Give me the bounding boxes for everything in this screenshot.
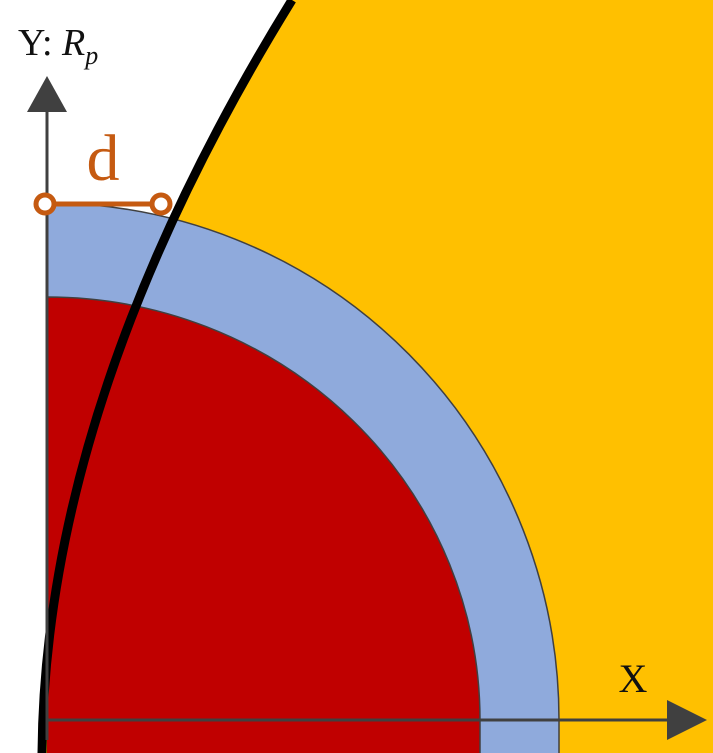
dimension-label: d: [87, 122, 120, 195]
dimension-endpoint-right: [149, 192, 173, 216]
y-axis-arrowhead: [27, 76, 67, 112]
y-axis-label: Y: Rp: [18, 22, 98, 70]
y-axis-label-symbol: R: [61, 22, 85, 64]
dimension-endpoint-left: [33, 192, 57, 216]
y-axis-label-subscript: p: [83, 41, 98, 70]
core-lower-strip: [47, 720, 480, 753]
y-axis-label-prefix: Y:: [18, 22, 62, 64]
x-axis-label: X: [619, 656, 648, 701]
x-axis-arrowhead: [667, 700, 707, 740]
